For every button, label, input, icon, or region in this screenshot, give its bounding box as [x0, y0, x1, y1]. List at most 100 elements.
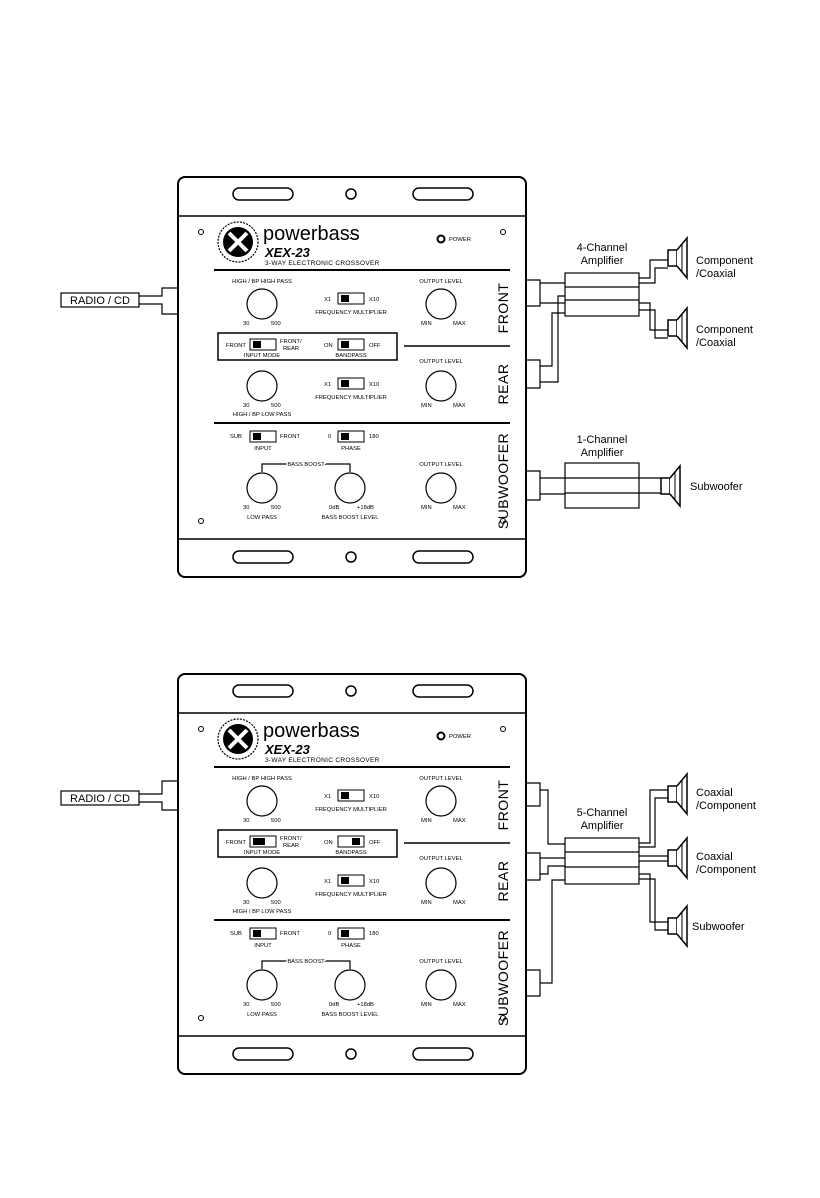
section-subwoofer: SUBWOOFER [495, 930, 511, 1026]
rear-out-min: MIN [421, 403, 432, 409]
rear-out-label: OUTPUT LEVEL [419, 359, 463, 365]
input-mode-switch [249, 835, 277, 848]
speaker-icon [667, 773, 688, 815]
bandpass-off: OFF [369, 840, 381, 846]
power-label: POWER [449, 237, 471, 243]
bandpass-off: OFF [369, 343, 381, 349]
model-name: XEX-23 [264, 742, 311, 757]
input-mode-switch [249, 338, 277, 351]
bandpass-switch [337, 835, 365, 848]
amplifier-5ch: 5-Channel Amplifier [564, 807, 640, 885]
speaker3-line1: Subwoofer [690, 481, 743, 493]
bb-min: 0dB [329, 1002, 339, 1008]
sub-lp-max: 500 [271, 1002, 281, 1008]
sub-front: FRONT [280, 434, 300, 440]
section-subwoofer: SUBWOOFER [495, 433, 511, 529]
phase-switch [337, 430, 365, 443]
amp1-line2: Amplifier [581, 820, 624, 832]
frequency-multiplier-switch-front [337, 789, 365, 802]
mult-label: FREQUENCY MULTIPLIER [315, 310, 387, 316]
sub-input-label: INPUT [254, 943, 272, 949]
amp-to-speakers [639, 789, 668, 931]
sub-input-label: INPUT [254, 446, 272, 452]
amp1-line2: Amplifier [581, 255, 624, 267]
rear-mult-x1: X1 [324, 879, 331, 885]
speaker2-line1: Coaxial [696, 851, 733, 863]
source-label: RADIO / CD [70, 793, 130, 805]
mult-label: FREQUENCY MULTIPLIER [315, 807, 387, 813]
bass-boost-label: BASS BOOST [287, 462, 325, 468]
bass-boost-label: BASS BOOST [287, 959, 325, 965]
speaker-icon [667, 307, 688, 349]
power-label: POWER [449, 734, 471, 740]
bandpass-label: BANDPASS [335, 850, 366, 856]
sub-out-max: MAX [453, 1002, 466, 1008]
rear-mult-x1: X1 [324, 382, 331, 388]
radio-cd-source: RADIO / CD [60, 287, 178, 315]
rear-out-max: MAX [453, 403, 466, 409]
mode-front-rear-1: FRONT/ [280, 836, 302, 842]
sub-wire [639, 477, 661, 494]
speaker-icon [660, 465, 681, 507]
out-label: OUTPUT LEVEL [419, 776, 463, 782]
mult-x10: X10 [369, 297, 379, 303]
phase-0: 0 [328, 931, 331, 937]
sub-lp-max: 500 [271, 505, 281, 511]
speaker1-line2: /Component [696, 800, 756, 812]
amp1-line1: 5-Channel [577, 807, 628, 819]
mult-x10: X10 [369, 794, 379, 800]
section-rear: REAR [495, 861, 511, 902]
rear-out-max: MAX [453, 900, 466, 906]
out-max: MAX [453, 818, 466, 824]
unit-subtitle: 3-WAY ELECTRONIC CROSSOVER [265, 260, 380, 267]
speaker-icon [667, 837, 688, 879]
mode-front-rear-1: FRONT/ [280, 339, 302, 345]
speaker1-line2: /Coaxial [696, 268, 736, 280]
section-rear: REAR [495, 364, 511, 405]
bb-max: +18dB [357, 1002, 374, 1008]
mode-front-rear-2: REAR [283, 843, 299, 849]
phase-0: 0 [328, 434, 331, 440]
amplifier-4ch: 4-Channel Amplifier [564, 242, 640, 317]
diagram-1: powerbass ::: XEX-23 3-WAY ELECTRONIC CR… [60, 175, 753, 579]
mode-front: FRONT [226, 343, 246, 349]
mult-x1: X1 [324, 794, 331, 800]
bandpass-switch [337, 338, 365, 351]
sub-lp-min: 30 [243, 1002, 249, 1008]
rear-mult-label: FREQUENCY MULTIPLIER [315, 395, 387, 401]
mode-front-rear-2: REAR [283, 346, 299, 352]
brand-dots: ::: [349, 728, 357, 738]
section-front: FRONT [495, 283, 511, 334]
crossover-unit: powerbass ::: XEX-23 3-WAY ELECTRONIC CR… [176, 672, 528, 1076]
speaker-icon [667, 237, 688, 279]
hp-min: 30 [243, 818, 249, 824]
input-switch [249, 927, 277, 940]
lp-min: 30 [243, 403, 249, 409]
frequency-multiplier-switch-front [337, 292, 365, 305]
sub-sub: SUB [230, 931, 242, 937]
lp-max: 500 [271, 900, 281, 906]
rear-mult-x10: X10 [369, 879, 379, 885]
phase-180: 180 [369, 931, 379, 937]
sub-out-label: OUTPUT LEVEL [419, 462, 463, 468]
rear-out-label: OUTPUT LEVEL [419, 856, 463, 862]
speaker2-line1: Component [696, 324, 753, 336]
brand-name: powerbass [263, 223, 360, 245]
hp-max: 500 [271, 321, 281, 327]
out-min: MIN [421, 818, 432, 824]
speaker-icon [667, 905, 688, 947]
mult-x1: X1 [324, 297, 331, 303]
bb-max: +18dB [357, 505, 374, 511]
crossover-unit: powerbass ::: XEX-23 3-WAY ELECTRONIC CR… [176, 175, 528, 579]
bandpass-on: ON [324, 343, 333, 349]
bandpass-label: BANDPASS [335, 353, 366, 359]
model-name: XEX-23 [264, 245, 311, 260]
lp-min: 30 [243, 900, 249, 906]
out-label: OUTPUT LEVEL [419, 279, 463, 285]
sub-out-min: MIN [421, 1002, 432, 1008]
sub-front: FRONT [280, 931, 300, 937]
hp-max: 500 [271, 818, 281, 824]
lp-label: HIGH / BP LOW PASS [233, 412, 292, 418]
amp-to-speakers [639, 259, 668, 339]
rear-out-min: MIN [421, 900, 432, 906]
